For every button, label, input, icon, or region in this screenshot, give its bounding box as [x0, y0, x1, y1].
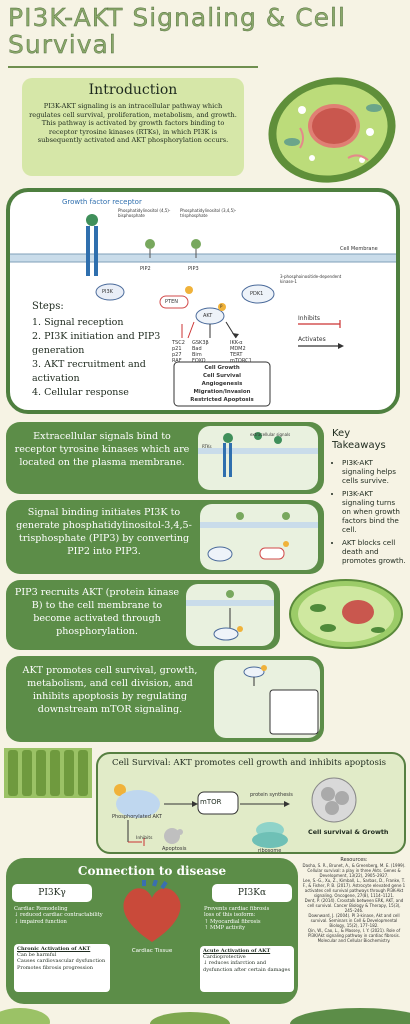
pi3k-label: PI3K [102, 289, 113, 295]
tissue-illustration [4, 748, 92, 798]
title-underline [8, 66, 258, 68]
step-panel-2-text: Signal binding initiates PI3K to generat… [16, 507, 192, 557]
survival-title: Cell Survival: AKT promotes cell growth … [112, 758, 387, 768]
step-panel-2: Signal binding initiates PI3K to generat… [6, 500, 324, 574]
step-3: 3. AKT recruitment and activation [32, 359, 146, 384]
resource-entry: Lee, S.-G., Xu, Z., Kimball, L., Sarbas,… [302, 878, 406, 898]
akt-recruitment-illustration [186, 590, 274, 641]
step-2: 2. PI3K initiation and PIP3 generation [32, 331, 161, 356]
step-panel-3: PIP3 recruits AKT (protein kinase B) to … [6, 580, 280, 650]
pi3k-gamma-box: PI3Kγ [12, 884, 92, 902]
growth-factor-receptor-label: Growth factor receptor [62, 198, 142, 206]
growth-factor-ligand [86, 214, 98, 226]
intro-text: PI3K-AKT signaling is an intracellular p… [29, 102, 237, 145]
footer-decoration [0, 1008, 410, 1024]
steps-list: Steps: 1. Signal reception 2. PI3K initi… [32, 300, 162, 400]
pten-label: PTEN [165, 299, 178, 305]
step-4: 4. Cellular response [32, 387, 129, 398]
disease-title: Connection to disease [77, 864, 227, 878]
pdk1-description: 3-phosphoinositide-dependent kinase-1 [280, 274, 342, 284]
rtks-label: RTKs [202, 444, 212, 449]
resource-entry: Dasha, S. R., Brunet, A., & Greenberg, M… [302, 863, 406, 878]
key-takeaways: Key Takeaways PI3K-AKT signaling helps c… [332, 428, 406, 569]
pip3-full-label: Phosphatidylinositol (3,4,5)-trisphospha… [180, 208, 237, 218]
takeaway-item: AKT blocks cell death and promotes growt… [342, 538, 406, 565]
intro-box: Introduction PI3K-AKT signaling is an in… [22, 78, 244, 176]
step-panel-1-image: extracellular signals RTKs [198, 426, 318, 490]
cell-membrane-label: Cell Membrane [340, 246, 378, 252]
intro-heading: Introduction [88, 82, 178, 98]
step-panel-3-text: PIP3 recruits AKT (protein kinase B) to … [14, 587, 180, 637]
step-panel-4-image [214, 660, 320, 738]
pathway-graphic [10, 214, 396, 407]
pi3k-alpha-box: PI3Kα [212, 884, 292, 902]
extracellular-label: extracellular signals [250, 432, 291, 437]
step-panel-4: AKT promotes cell survival, growth, meta… [6, 656, 324, 742]
cell-survival-box: Cell Survival: AKT promotes cell growth … [96, 752, 406, 854]
takeaway-item: PI3K-AKT signaling helps cells survive. [342, 458, 406, 485]
ribosome-label: ribosome [258, 848, 282, 854]
animal-cell-illustration [268, 77, 396, 183]
takeaway-item: PI3K-AKT signaling turns on when growth … [342, 489, 406, 534]
disease-box: Connection to disease PI3Kγ PI3Kα Cardia… [6, 858, 298, 1004]
steps-title: Steps: [32, 301, 64, 312]
pi3k-gamma-points: Cardiac Remodeling↓ reduced cardiac cont… [14, 906, 103, 925]
apoptosis-label: Apoptosis [162, 846, 187, 852]
resources-list: Resources: Dasha, S. R., Brunet, A., & G… [302, 857, 406, 944]
mtor-label: mTOR [200, 798, 222, 806]
resource-entry: Downward, J. (2004). PI 3-kinase, Akt an… [308, 913, 400, 928]
step-panel-1: Extracellular signals bind to receptor t… [6, 422, 324, 494]
step-panel-1-text: Extracellular signals bind to receptor t… [14, 431, 190, 468]
phosphate-label: P [220, 304, 223, 309]
pip2-full-label: Phosphatidylinositol (4,5)-bisphosphate [118, 208, 171, 218]
step-1: 1. Signal reception [32, 317, 124, 328]
survival-flow-graphic [114, 777, 357, 848]
pip2-label: PIP2 [140, 266, 151, 272]
receptor-illustration [198, 432, 318, 477]
resource-entry: Qin, W., Cao, L., & Massey, I. Y. (2021)… [307, 928, 401, 943]
step-panel-3-image [186, 584, 274, 646]
protein-synthesis-label: protein synthesis [250, 792, 293, 798]
legend-activates: Activates [298, 336, 326, 343]
survival-result-label: Cell survival & Growth [308, 828, 389, 836]
plant-cell-illustration [289, 579, 403, 649]
resource-entry: Dent, P. (2014). Crosstalk between ERK, … [304, 898, 404, 913]
resources-heading: Resources: [340, 857, 368, 863]
step-panel-2-image [200, 504, 318, 570]
pathway-diagram: Growth factor receptor Phosphatidylinosi… [6, 188, 400, 414]
legend-inhibits: Inhibits [298, 315, 320, 322]
chronic-activation-box: Chronic Activation of AKT Can be harmful… [14, 944, 110, 992]
acute-activation-box: Acute Activation of AKT Cardioprotective… [200, 946, 294, 992]
pip3-label: PIP3 [188, 266, 199, 272]
key-takeaways-heading: Key Takeaways [332, 428, 386, 451]
step-panel-4-text: AKT promotes cell survival, growth, meta… [22, 665, 198, 715]
phospho-akt-label: Phosphorylated AKT [112, 814, 162, 820]
pdk1-label: PDK1 [250, 291, 264, 297]
inhibits-label: Inhibits [136, 836, 153, 841]
akt-label: AKT [203, 313, 213, 319]
heart-illustration [123, 880, 181, 942]
akt-targets-illustration [243, 665, 319, 735]
cardiac-tissue-label: Cardiac Tissue [131, 948, 173, 954]
page-title: PI3K-AKT Signaling & Cell Survival [8, 3, 346, 59]
pi3k-illustration [200, 512, 318, 562]
